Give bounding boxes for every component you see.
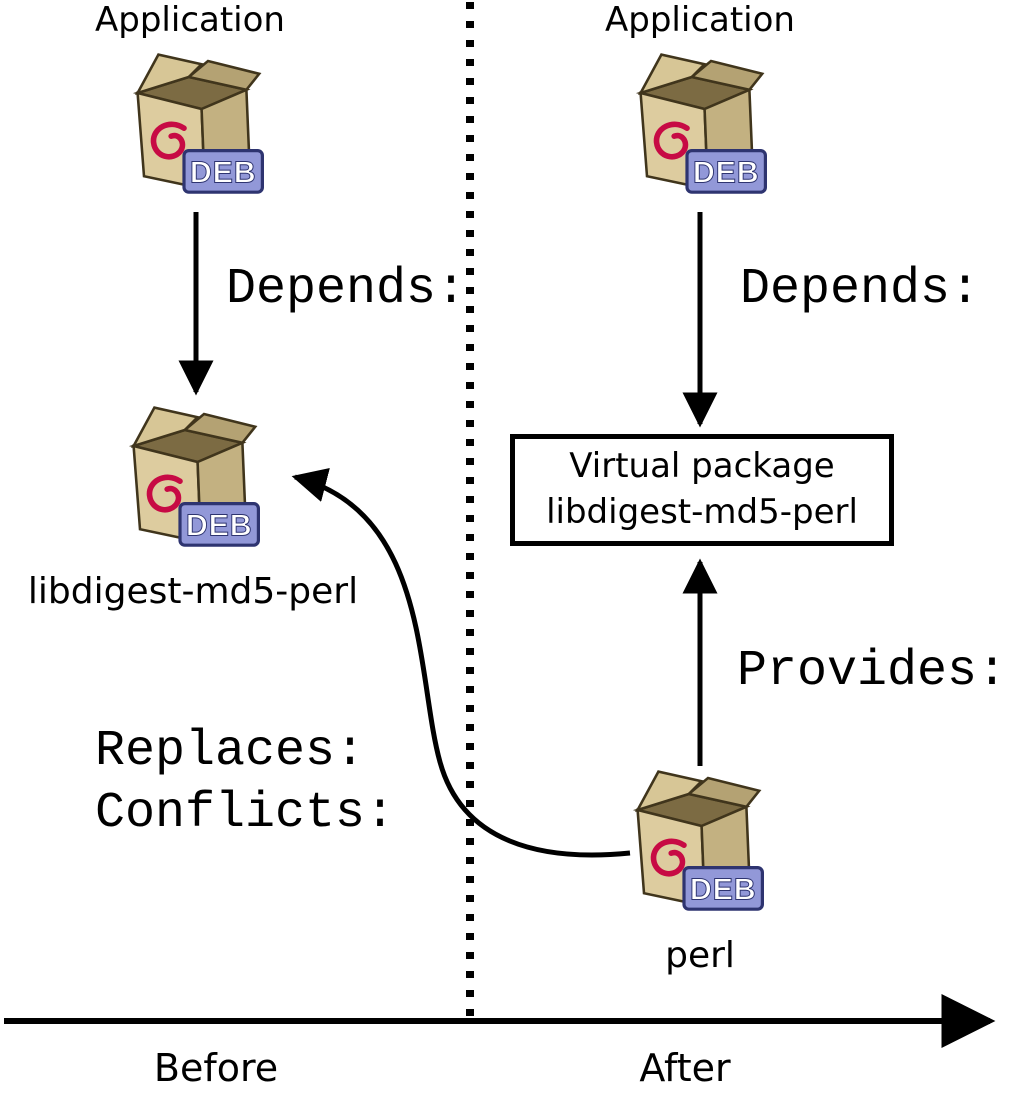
axis-label-after: After	[639, 1046, 731, 1090]
depends-label-after: Depends:	[740, 261, 981, 318]
replaces-label: Replaces:	[95, 723, 366, 780]
conflicts-label: Conflicts:	[95, 785, 396, 842]
deb-icon-perl	[638, 772, 763, 910]
virtual-package-box: Virtual package libdigest-md5-perl	[510, 434, 894, 546]
application-label-before: Application	[95, 0, 285, 40]
deb-icon-application-before	[138, 55, 263, 193]
perl-package-label: perl	[665, 935, 735, 976]
deb-icon-application-after	[641, 55, 766, 193]
provides-label: Provides:	[737, 643, 1008, 700]
virtual-package-box-line1: Virtual package	[569, 446, 835, 487]
libdigest-md5-perl-package-label: libdigest-md5-perl	[27, 571, 359, 612]
depends-label-before: Depends:	[226, 261, 467, 318]
application-label-after: Application	[605, 0, 795, 40]
axis-label-before: Before	[153, 1046, 279, 1090]
replaces-conflicts-curved-arrow	[291, 468, 631, 858]
deb-icon-libdigest-md5-perl	[134, 408, 259, 546]
virtual-package-box-line2: libdigest-md5-perl	[546, 492, 858, 532]
